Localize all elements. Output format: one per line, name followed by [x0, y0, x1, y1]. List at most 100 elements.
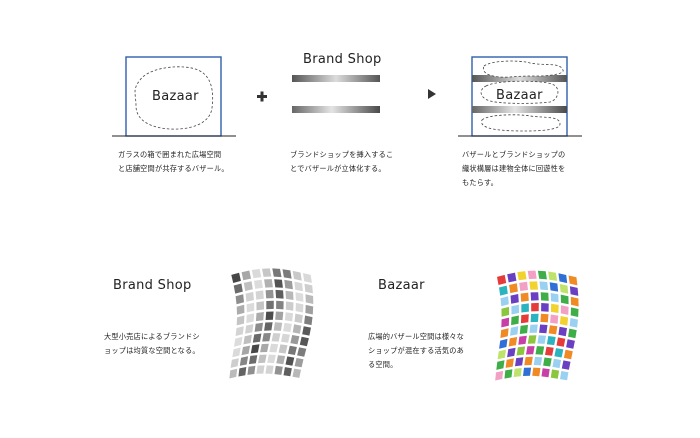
- grid-cell: [235, 294, 244, 305]
- diagram1-box-label: Bazaar: [152, 89, 199, 104]
- grid-cell: [533, 356, 543, 366]
- bazaar-caption: 広場的バザール空間は様々な ショップが混在する活気のあ る空間。: [368, 330, 464, 372]
- grid-cell: [260, 343, 269, 353]
- caption-line: もたらす。: [462, 178, 499, 187]
- shop-bar: [472, 75, 567, 82]
- bazaar-title: Bazaar: [378, 278, 425, 293]
- grid-cell: [230, 358, 239, 368]
- grid-cell: [500, 328, 509, 338]
- grid-cell: [262, 268, 272, 277]
- grid-cell: [559, 316, 569, 326]
- grid-cell: [509, 283, 518, 294]
- grid-cell: [245, 291, 254, 302]
- grid-cell: [540, 313, 549, 323]
- grid-cell: [251, 268, 262, 279]
- grid-cell: [246, 302, 255, 313]
- diagram1-bazaar-box: [112, 56, 236, 137]
- grid-cell: [255, 312, 264, 322]
- caption-line: 広場的バザール空間は様々な: [368, 332, 465, 341]
- caption-line: ブランドショップを挿入するこ: [290, 150, 394, 159]
- grid-cell: [537, 335, 546, 344]
- grid-cell: [550, 314, 559, 324]
- bazaar-blob-outline: [134, 66, 214, 130]
- bazaar-blob-outline: [480, 80, 559, 104]
- grid-cell: [304, 283, 313, 294]
- brand-shop-caption: 大型小売店によるブランドシ ョップは均質な空間となる。: [104, 330, 200, 358]
- grid-cell: [556, 337, 566, 347]
- grid-cell: [504, 369, 513, 379]
- grid-cell: [519, 324, 528, 334]
- grid-cell: [560, 294, 569, 305]
- diagram2-brand-shop-bars: [292, 75, 380, 113]
- grid-cell: [519, 281, 528, 291]
- grid-cell: [275, 289, 284, 299]
- grid-cell: [541, 368, 550, 378]
- grid-cell: [265, 289, 274, 299]
- grid-cell: [304, 315, 313, 326]
- grid-cell: [526, 346, 535, 355]
- grid-cell: [516, 346, 526, 356]
- grid-cell: [569, 286, 579, 296]
- grid-cell: [266, 300, 274, 310]
- caption-line: ショップが混在する活気のあ: [368, 346, 465, 355]
- grid-cell: [241, 270, 251, 281]
- grid-cell: [275, 311, 284, 321]
- grid-cell: [255, 290, 264, 300]
- grid-cell: [248, 355, 258, 365]
- grid-cell: [273, 322, 283, 331]
- grid-cell: [568, 328, 577, 339]
- shop-bar: [292, 106, 380, 113]
- grid-cell: [499, 338, 508, 349]
- grid-cell: [302, 326, 311, 336]
- grid-cell: [500, 296, 509, 307]
- grid-cell: [507, 347, 516, 358]
- bazaar-colorful-grid: [495, 270, 579, 381]
- grid-cell: [520, 314, 529, 324]
- grid-cell: [548, 271, 558, 281]
- caption-line: 大型小売店によるブランドシ: [104, 332, 200, 341]
- grid-cell: [264, 322, 273, 331]
- grid-cell: [233, 283, 243, 294]
- grid-cell: [274, 365, 283, 375]
- grid-cell: [508, 337, 518, 347]
- grid-cell: [560, 371, 569, 381]
- grid-cell: [243, 334, 252, 345]
- grid-cell: [507, 272, 517, 283]
- shop-bar: [472, 106, 567, 113]
- grid-cell: [566, 339, 575, 349]
- grid-cell: [523, 367, 532, 376]
- grid-cell: [276, 355, 286, 365]
- grid-cell: [513, 368, 522, 377]
- grid-cell: [292, 324, 302, 334]
- grid-cell: [546, 336, 556, 346]
- diagram3-combined-box: [458, 56, 582, 137]
- grid-cell: [272, 268, 282, 278]
- grid-cell: [274, 279, 283, 288]
- grid-cell: [545, 346, 554, 356]
- grid-cell: [552, 358, 562, 369]
- grid-cell: [524, 356, 533, 366]
- grid-cell: [558, 273, 568, 284]
- grid-cell: [239, 356, 249, 366]
- grid-cell: [250, 344, 260, 354]
- diagram1-caption: ガラスの箱で囲まれた広場空間 と店舗空間が共存するバザール。: [118, 148, 229, 176]
- grid-cell: [271, 333, 281, 342]
- shop-bar: [292, 75, 380, 82]
- grid-cell: [496, 360, 505, 370]
- grid-cell: [570, 296, 579, 307]
- grid-cell: [560, 305, 569, 315]
- grid-cell: [558, 326, 567, 337]
- grid-cell: [554, 348, 564, 358]
- grid-cell: [550, 369, 560, 379]
- grid-cell: [548, 325, 558, 335]
- grid-cell: [256, 365, 265, 374]
- grid-cell: [265, 311, 274, 320]
- grid-cell: [531, 302, 539, 312]
- grid-cell: [510, 326, 519, 336]
- grid-cell: [539, 281, 549, 291]
- grid-cell: [236, 304, 245, 315]
- grid-cell: [563, 349, 573, 360]
- grid-cell: [295, 292, 304, 302]
- grid-cell: [235, 326, 244, 336]
